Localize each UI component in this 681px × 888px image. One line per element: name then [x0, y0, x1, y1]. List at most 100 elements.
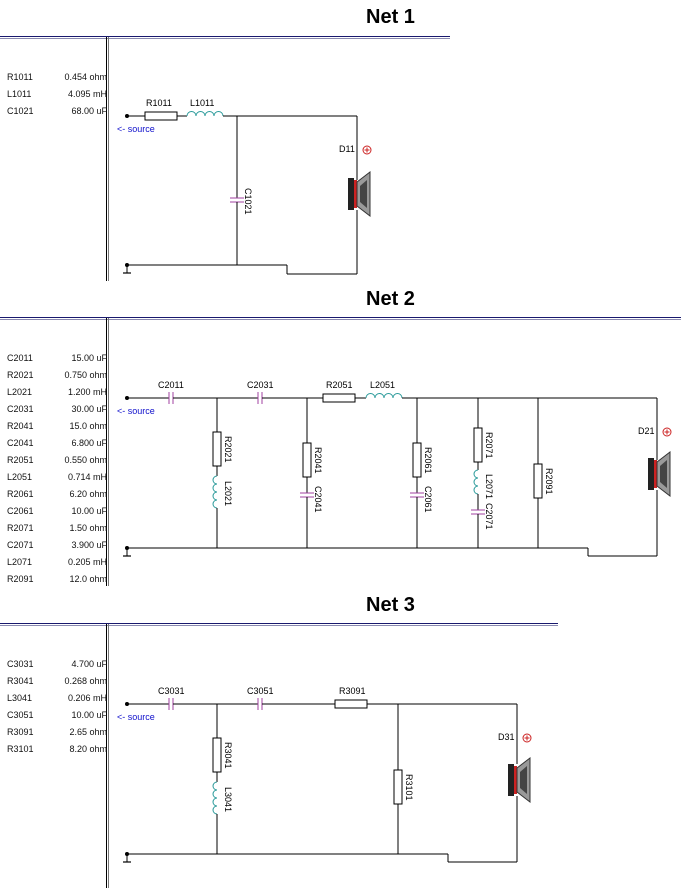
label-L2051: L2051	[370, 380, 395, 390]
label-R3041: R3041	[223, 742, 233, 769]
label-R2061: R2061	[423, 447, 433, 474]
label-R2021: R2021	[223, 436, 233, 463]
label-R2091: R2091	[544, 468, 554, 495]
part-value: 15.0 ohm	[69, 421, 107, 431]
net3-polarity-icon	[522, 733, 532, 743]
part-ref: C3031	[7, 659, 34, 669]
part-ref: R2071	[7, 523, 34, 533]
label-L2021: L2021	[223, 481, 233, 506]
label-L2071: L2071	[484, 474, 494, 499]
label-C1021: C1021	[243, 188, 253, 215]
part-ref: L2021	[7, 387, 33, 397]
part-ref: L2051	[7, 472, 33, 482]
part-ref: L1011	[7, 89, 32, 99]
part-value: 0.206 mH	[67, 693, 107, 703]
inductor-L2021	[212, 475, 218, 509]
part-ref: R2021	[7, 370, 34, 380]
net2-ground-icon	[122, 547, 132, 557]
label-C2071: C2071	[484, 503, 494, 530]
part-row: R2051 0.550 ohm	[7, 455, 107, 472]
label-D11: D11	[339, 144, 355, 154]
net1-source-label: <- source	[117, 124, 155, 134]
net3-header-rule	[0, 623, 558, 624]
label-L1011: L1011	[190, 98, 214, 108]
resistor-R1011	[144, 111, 178, 121]
label-R2051: R2051	[326, 380, 353, 390]
part-ref: C2031	[7, 404, 34, 414]
part-value: 0.714 mH	[67, 472, 107, 482]
label-R3101: R3101	[404, 774, 414, 801]
part-ref: C2061	[7, 506, 34, 516]
part-ref: R3041	[7, 676, 34, 686]
part-row: R3101 8.20 ohm	[7, 744, 107, 761]
net2-divider	[106, 318, 107, 586]
part-ref: C2011	[7, 353, 33, 363]
part-value: 6.800 uF	[71, 438, 107, 448]
part-ref: C2041	[7, 438, 34, 448]
label-C2061: C2061	[423, 486, 433, 513]
net2-divider-shadow	[108, 318, 109, 586]
net1-header-rule	[0, 36, 450, 37]
part-value: 0.268 ohm	[64, 676, 107, 686]
resistor-R3101	[393, 769, 403, 805]
resistor-R2051	[322, 393, 356, 403]
part-row: C3031 4.700 uF	[7, 659, 107, 676]
label-D21: D21	[638, 426, 655, 436]
part-value: 8.20 ohm	[69, 744, 107, 754]
net3-source-label: <- source	[117, 712, 155, 722]
net2-header-rule-shadow	[0, 319, 681, 320]
part-value: 30.00 uF	[71, 404, 107, 414]
label-C2031: C2031	[247, 380, 274, 390]
net3-schematic: <- source C3031 C3051 R3091 R3041 L3041 …	[117, 686, 532, 863]
label-C2011: C2011	[158, 380, 184, 390]
part-value: 3.900 uF	[71, 540, 107, 550]
label-L3041: L3041	[223, 787, 233, 812]
part-value: 0.550 ohm	[64, 455, 107, 465]
part-ref: C1021	[7, 106, 34, 116]
part-value: 10.00 uF	[71, 710, 107, 720]
part-value: 4.700 uF	[71, 659, 107, 669]
label-R2041: R2041	[313, 447, 323, 474]
resistor-R2071	[473, 427, 483, 463]
part-ref: R2041	[7, 421, 34, 431]
net3-header-rule-shadow	[0, 625, 558, 626]
speaker-icon-D21	[648, 450, 671, 498]
part-ref: R2051	[7, 455, 34, 465]
net2-header-rule	[0, 317, 681, 318]
part-ref: R3101	[7, 744, 34, 754]
net1-ground-icon	[122, 264, 132, 274]
part-row: C2031 30.00 uF	[7, 404, 107, 421]
resistor-R2021	[212, 431, 222, 467]
label-C3051: C3051	[247, 686, 274, 696]
part-value: 68.00 uF	[71, 106, 107, 116]
resistor-R3091	[334, 699, 368, 709]
resistor-R2091	[533, 463, 543, 499]
part-row: R2041 15.0 ohm	[7, 421, 107, 438]
part-ref: L3041	[7, 693, 33, 703]
speaker-icon-D31	[508, 756, 531, 804]
part-row: R3041 0.268 ohm	[7, 676, 107, 693]
net3-title: Net 3	[366, 594, 415, 616]
net2-polarity-icon	[662, 427, 672, 437]
net1-schematic: <- source R1011 L1011 C1021 D11	[117, 98, 372, 275]
part-ref: R1011	[7, 72, 33, 82]
resistor-R2061	[412, 442, 422, 478]
label-D31: D31	[498, 732, 515, 742]
part-row: C1021 68.00 uF	[7, 106, 107, 123]
label-R2071: R2071	[484, 432, 494, 459]
part-ref: C2071	[7, 540, 34, 550]
part-row: R2021 0.750 ohm	[7, 370, 107, 387]
label-C3031: C3031	[158, 686, 185, 696]
part-row: L2051 0.714 mH	[7, 472, 107, 489]
part-value: 0.750 ohm	[64, 370, 107, 380]
